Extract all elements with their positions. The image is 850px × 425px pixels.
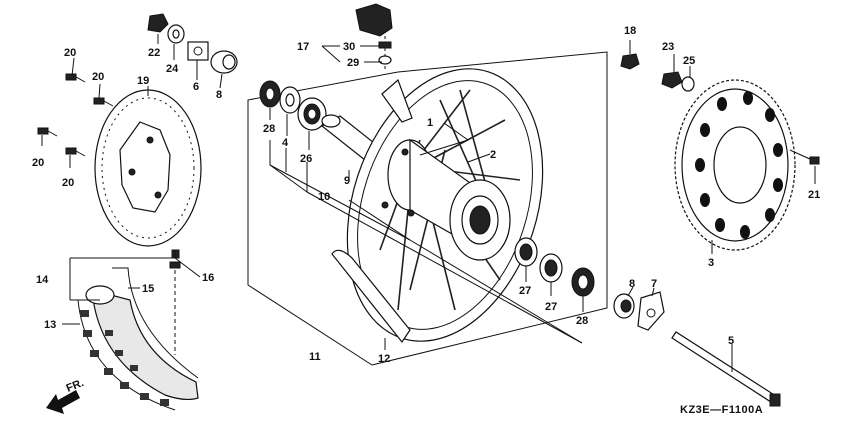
- dust-seal: [259, 80, 281, 108]
- sprocket-nut: [620, 53, 640, 70]
- callout-24: 24: [166, 63, 179, 75]
- washer: [167, 24, 185, 44]
- chain-adjuster: [637, 291, 665, 331]
- callout-30: 30: [343, 41, 355, 53]
- bearing: [297, 97, 327, 131]
- callout-9: 9: [344, 175, 350, 187]
- callout-14: 14: [36, 274, 49, 286]
- callout-11: 11: [309, 351, 321, 363]
- callout-5: 5: [728, 335, 734, 347]
- front-direction-arrow: [46, 390, 80, 414]
- washer: [681, 76, 695, 92]
- callout-8b: 8: [629, 278, 635, 290]
- bearing: [539, 253, 563, 283]
- callout-25: 25: [683, 55, 695, 67]
- wheel-hub: [381, 138, 511, 261]
- callout-labels: 1 2 3 4 5 6 7 8 8 9 10 11 12 13 14 15 16…: [32, 25, 820, 365]
- valve-nut: [169, 249, 181, 355]
- callout-6: 6: [193, 81, 199, 93]
- assembly-group-outline: [247, 51, 608, 366]
- dust-seal: [571, 267, 595, 297]
- driven-sprocket: [674, 79, 796, 251]
- leader-lines: [41, 34, 816, 372]
- callout-16: 16: [202, 272, 214, 284]
- callout-13: 13: [44, 319, 56, 331]
- sprocket-bolt: [789, 149, 820, 165]
- diagram-code: KZ3E—F1100A: [680, 404, 763, 416]
- oil-seal: [279, 86, 301, 114]
- callout-29: 29: [347, 57, 359, 69]
- callout-19: 19: [137, 75, 149, 87]
- callout-27b: 27: [545, 301, 557, 313]
- callout-4: 4: [282, 137, 289, 149]
- callout-28b: 28: [576, 315, 588, 327]
- brake-disc: [94, 89, 202, 247]
- rim-lock: [355, 3, 393, 70]
- callout-22: 22: [148, 47, 160, 59]
- collar: [187, 41, 209, 61]
- callout-23: 23: [662, 41, 674, 53]
- callout-27a: 27: [519, 285, 531, 297]
- callout-7: 7: [651, 278, 657, 290]
- callout-1: 1: [427, 117, 433, 129]
- callout-17: 17: [297, 41, 309, 53]
- callout-8a: 8: [216, 89, 222, 101]
- callout-26: 26: [300, 153, 312, 165]
- callout-28a: 28: [263, 123, 275, 135]
- bearing: [514, 237, 538, 267]
- callout-3: 3: [708, 257, 714, 269]
- callout-20b: 20: [92, 71, 104, 83]
- disc-bolt: [93, 97, 114, 107]
- callout-20a: 20: [64, 47, 76, 59]
- callout-20c: 20: [32, 157, 44, 169]
- rim-strip: [331, 78, 413, 344]
- callout-20d: 20: [62, 177, 74, 189]
- front-direction-label: FR.: [65, 377, 86, 395]
- tire: [77, 289, 199, 411]
- disc-bolt: [37, 127, 58, 137]
- rear-axle: [671, 331, 781, 407]
- nut: [147, 13, 169, 33]
- callout-21: 21: [808, 189, 820, 201]
- disc-bolt: [65, 73, 86, 83]
- spacer: [210, 50, 238, 74]
- callout-12: 12: [378, 353, 390, 365]
- callout-2: 2: [490, 149, 496, 161]
- callout-18: 18: [624, 25, 636, 37]
- axle-spacer: [613, 293, 635, 319]
- callout-10: 10: [318, 191, 330, 203]
- callout-15: 15: [142, 283, 154, 295]
- disc-bolt: [65, 147, 86, 157]
- sprocket-nut: [661, 71, 683, 89]
